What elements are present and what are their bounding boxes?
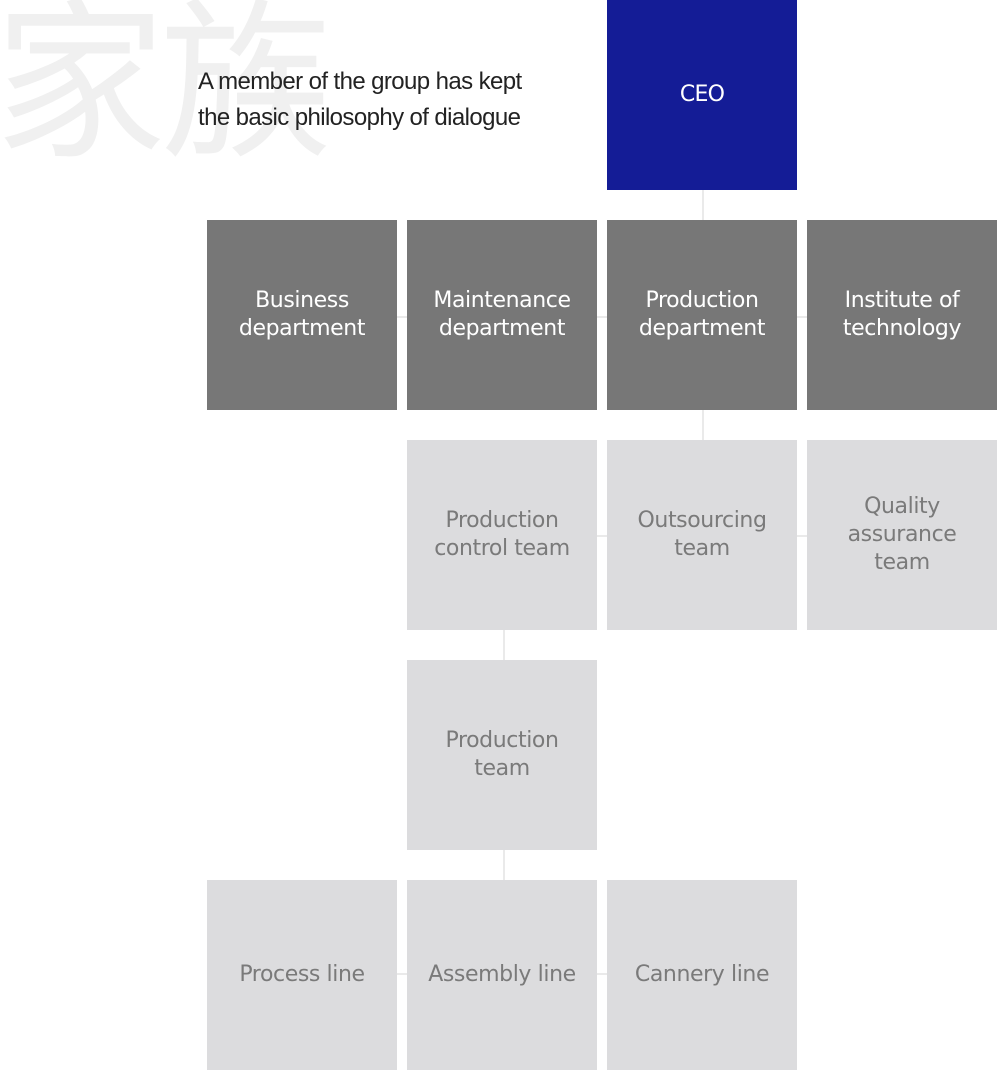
org-box-maintenance-department: Maintenance department [407,220,597,410]
org-box-process-line: Process line [207,880,397,1070]
org-label-process-line: Process line [239,962,365,987]
org-label-production-team-1: Production [445,728,559,753]
org-label-quality-3: team [874,550,930,575]
org-label-ceo: CEO [679,82,725,107]
org-label-quality-1: Quality [864,494,940,519]
org-label-business-1: Business [255,288,349,313]
org-box-outsourcing-team: Outsourcing team [607,440,797,630]
org-label-prod-control-2: control team [434,536,570,561]
org-box-production-department: Production department [607,220,797,410]
org-box-production-control-team: Production control team [407,440,597,630]
org-label-business-2: department [238,316,366,341]
org-label-maintenance-1: Maintenance [433,288,571,313]
org-label-prod-control-1: Production [445,508,559,533]
org-label-production-dept-2: department [638,316,766,341]
org-box-production-team: Production team [407,660,597,850]
intro-text: A member of the group has kept the basic… [198,64,598,136]
intro-line-2: the basic philosophy of dialogue [198,104,521,131]
org-label-assembly-line: Assembly line [428,962,576,987]
org-box-ceo: CEO [607,0,797,190]
org-box-business-department: Business department [207,220,397,410]
org-label-outsourcing-2: team [674,536,730,561]
org-box-quality-assurance-team: Quality assurance team [807,440,997,630]
org-label-maintenance-2: department [438,316,566,341]
org-box-assembly-line: Assembly line [407,880,597,1070]
org-label-institute-2: technology [842,316,962,341]
intro-line-1: A member of the group has kept [198,68,522,95]
org-label-outsourcing-1: Outsourcing [637,508,767,533]
org-label-cannery-line: Cannery line [634,962,770,987]
org-label-institute-1: Institute of [844,288,960,313]
watermark-kanji: 家族 [0,0,332,184]
org-box-institute-of-technology: Institute of technology [807,220,997,410]
org-label-quality-2: assurance [847,522,957,547]
org-box-cannery-line: Cannery line [607,880,797,1070]
org-label-production-team-2: team [474,756,530,781]
org-label-production-dept-1: Production [645,288,759,313]
